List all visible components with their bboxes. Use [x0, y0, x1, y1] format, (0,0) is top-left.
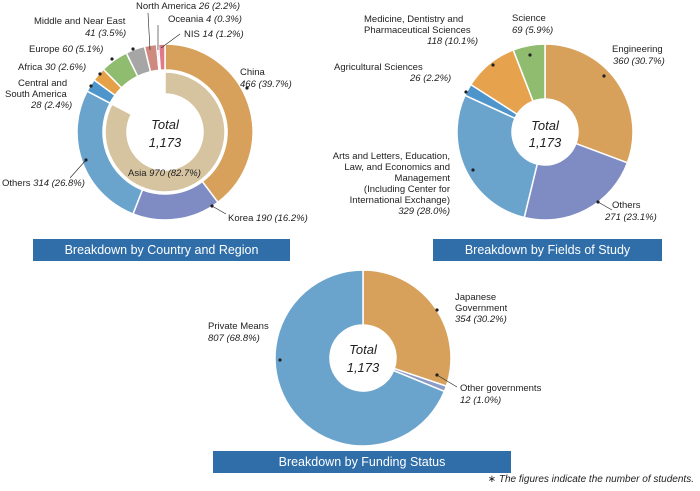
fos-others-label: Others	[612, 200, 641, 211]
europe-label: Europe 60 (5.1%)	[29, 44, 103, 55]
nis-leader-line	[160, 33, 181, 49]
arts-value: 329 (28.0%)	[398, 206, 450, 217]
science-value: 69 (5.9%)	[512, 25, 553, 36]
footnote: ∗ The figures indicate the number of stu…	[487, 474, 694, 485]
agri-label: Agricultural Sciences	[334, 62, 423, 73]
science-leader-dot	[528, 53, 532, 57]
arts-label-line5: International Exchange)	[350, 195, 450, 206]
funding-center-total: Total	[349, 342, 378, 357]
country-slice-china	[164, 43, 254, 204]
country-center-total: Total	[151, 117, 180, 132]
med-label-line2: Pharmaceutical Sciences	[364, 25, 471, 36]
fields-center-total: Total	[531, 118, 560, 133]
country-slice-nis	[157, 43, 166, 71]
fields-center-hole	[512, 99, 578, 165]
engineering-value: 360 (30.7%)	[613, 56, 665, 67]
banner-country-region: Breakdown by Country and Region	[33, 239, 290, 261]
funding-ring	[274, 269, 452, 447]
china-label: China	[240, 67, 266, 78]
med-value: 118 (10.1%)	[427, 36, 478, 47]
banner-fields-study: Breakdown by Fields of Study	[433, 239, 662, 261]
agri-leader-dot	[464, 90, 468, 94]
asia-label: Asia 970 (82.7%)	[128, 168, 201, 179]
na-label: North America 26 (2.2%)	[136, 1, 240, 12]
agri-value: 26 (2.2%)	[409, 73, 451, 84]
china-leader-dot	[245, 86, 249, 90]
banner-funding-status: Breakdown by Funding Status	[213, 451, 511, 473]
csa-label-line2: South America	[5, 89, 67, 100]
others-label: Others 314 (26.8%)	[2, 178, 85, 189]
africa-leader-dot	[98, 72, 102, 76]
funding-center-count: 1,173	[347, 360, 380, 375]
arts-label-line3: Management	[395, 173, 451, 184]
arts-label-line2: Law, and Economics and	[344, 162, 450, 173]
fos-others-value: 271 (23.1%)	[604, 212, 657, 223]
china-value: 466 (39.7%)	[240, 79, 292, 90]
country-region-donut: Total 1,173 China 466 (39.7%) Korea 190 …	[2, 1, 308, 224]
funding-status-donut: Total 1,173 Japanese Government 354 (30.…	[208, 269, 542, 447]
science-label: Science	[512, 13, 546, 24]
europe-leader-dot	[110, 57, 114, 61]
jg-leader-dot	[435, 308, 439, 312]
oceania-label: Oceania 4 (0.3%)	[168, 14, 242, 25]
mne-value: 41 (3.5%)	[85, 28, 126, 39]
pm-leader-dot	[278, 358, 282, 362]
pm-label: Private Means	[208, 321, 269, 332]
arts-leader-dot	[471, 168, 475, 172]
csa-value: 28 (2.4%)	[30, 100, 72, 111]
engineering-label: Engineering	[612, 44, 663, 55]
jg-value: 354 (30.2%)	[455, 314, 507, 325]
mne-label: Middle and Near East	[34, 16, 126, 27]
og-leader-line	[436, 374, 458, 388]
funding-center-hole	[330, 325, 396, 391]
csa-label-line1: Central and	[18, 78, 67, 89]
country-center-count: 1,173	[149, 135, 182, 150]
nis-label: NIS 14 (1.2%)	[184, 29, 244, 40]
fields-study-donut: Total 1,173 Engineering 360 (30.7%) Othe…	[333, 13, 665, 223]
country-center-hole	[127, 94, 203, 170]
korea-leader-line	[211, 205, 227, 215]
mne-leader-dot	[131, 47, 135, 51]
csa-leader-dot	[89, 84, 93, 88]
na-leader-line	[147, 12, 151, 51]
arts-label-line1: Arts and Letters, Education,	[333, 151, 450, 162]
fos-others-leader-line	[597, 201, 613, 211]
others-leader-line	[69, 159, 87, 179]
korea-label: Korea 190 (16.2%)	[228, 213, 308, 224]
jg-label-line1: Japanese	[455, 292, 496, 303]
country-outer-ring	[76, 43, 254, 221]
og-value: 12 (1.0%)	[460, 395, 501, 406]
med-leader-dot	[491, 63, 495, 67]
arts-label-line4: (Including Center for	[364, 184, 450, 195]
og-label: Other governments	[460, 383, 542, 394]
med-label-line1: Medicine, Dentistry and	[364, 14, 463, 25]
jg-label-line2: Government	[455, 303, 508, 314]
engineering-leader-dot	[602, 74, 606, 78]
fields-center-count: 1,173	[529, 135, 562, 150]
pm-value: 807 (68.8%)	[208, 333, 260, 344]
africa-label: Africa 30 (2.6%)	[18, 62, 86, 73]
